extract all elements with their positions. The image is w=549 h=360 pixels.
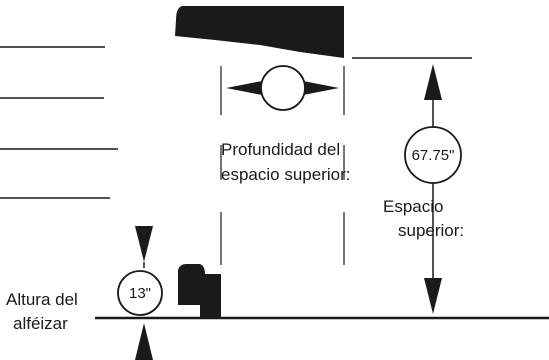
top-space-label-line2: superior: <box>398 221 465 240</box>
sill-arrow-down-head <box>135 226 153 262</box>
sill-label-line2: alféizar <box>13 314 68 333</box>
sill-value: 13" <box>129 285 151 302</box>
top-space-label-line1: Espacio <box>383 197 444 216</box>
sill-value-circle <box>117 270 163 316</box>
sill-arrow-up-head <box>135 323 153 360</box>
depth-value-circle <box>260 65 306 111</box>
depth-label-line1: Profundidad del <box>221 140 341 159</box>
sill-label-line1: Altura del <box>6 290 78 309</box>
top-space-arrow-down-head <box>424 278 442 314</box>
sill-block-shape <box>178 264 221 317</box>
top-space-arrow-up-head <box>424 64 442 100</box>
top-space-value: 67.75" <box>412 147 455 164</box>
depth-arrow-left-head <box>226 81 262 95</box>
overhead-cabinet-shape <box>175 6 344 58</box>
depth-arrow-right-head <box>303 81 339 95</box>
depth-label-line2: espacio superior: <box>221 165 351 184</box>
